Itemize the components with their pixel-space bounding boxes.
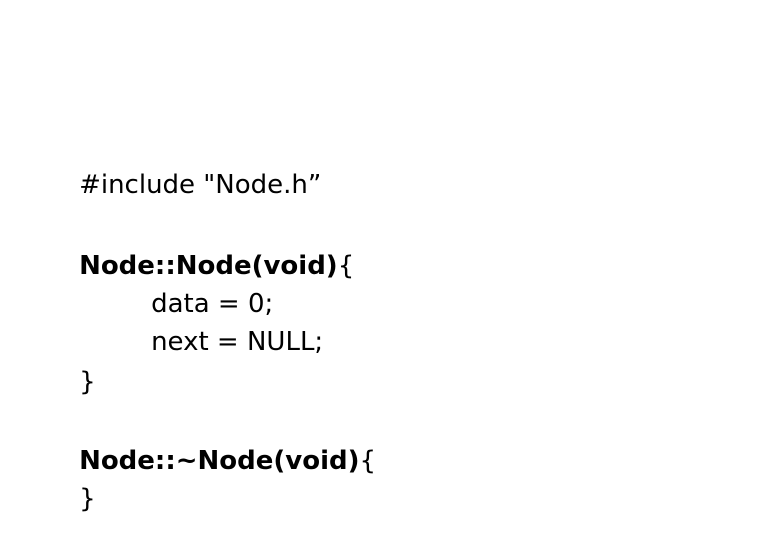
constructor-statement-data: data = 0;: [151, 289, 274, 319]
destructor-signature: Node::~Node(void): [79, 446, 360, 476]
constructor-body-line-1: data = 0;: [118, 256, 273, 319]
constructor-signature-line: Node::Node(void){: [46, 218, 354, 281]
constructor-open-brace: {: [337, 251, 355, 281]
destructor-close-line: }: [46, 451, 96, 514]
constructor-signature: Node::Node(void): [79, 251, 338, 281]
destructor-signature-line: Node::~Node(void){: [46, 413, 376, 476]
include-directive: #include "Node.h”: [46, 137, 321, 200]
constructor-close-line: }: [46, 334, 96, 397]
destructor-close-brace: }: [79, 484, 96, 514]
include-text: #include "Node.h”: [79, 170, 322, 200]
destructor-open-brace: {: [359, 446, 377, 476]
constructor-close-brace: }: [79, 367, 96, 397]
constructor-statement-next: next = NULL;: [151, 327, 324, 357]
constructor-body-line-2: next = NULL;: [118, 294, 323, 357]
